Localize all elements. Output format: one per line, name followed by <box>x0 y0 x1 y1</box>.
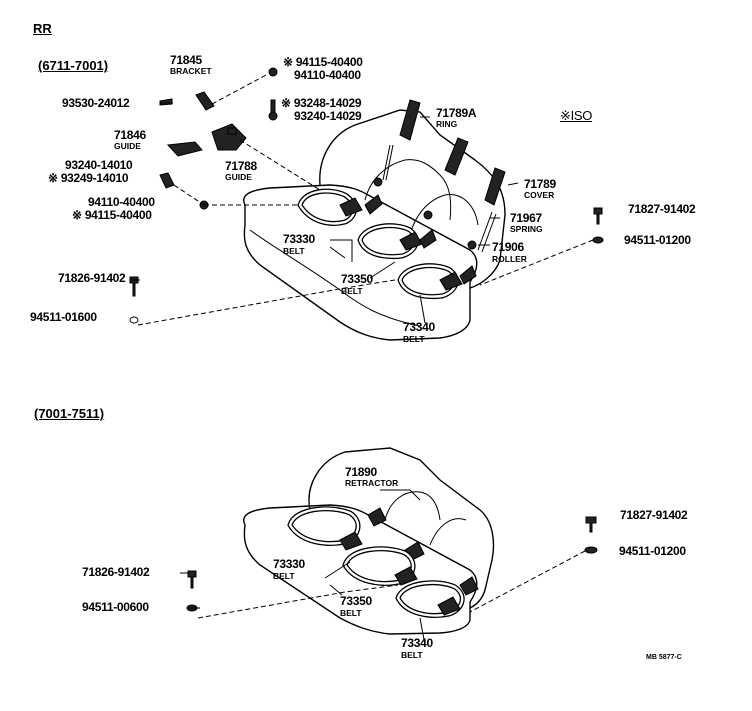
part-number-71788: 71788 <box>225 159 257 173</box>
part-name-spring: SPRING <box>510 224 543 234</box>
part-number-93240-14029: 93240-14029 <box>294 109 362 123</box>
part-name-belt-73340-upper: BELT <box>403 334 425 344</box>
part-number-71789: 71789 <box>524 177 556 191</box>
part-number-73340-upper: 73340 <box>403 320 435 334</box>
lower-seat-illustration <box>243 447 495 635</box>
part-name-guide-71788: GUIDE <box>225 172 252 182</box>
part-number-94511-00600: 94511-00600 <box>82 600 149 614</box>
part-number-94115-40400-top: ※ 94115-40400 <box>283 55 363 69</box>
part-number-71967: 71967 <box>510 211 542 225</box>
lower-range-label: (7001-7511) <box>34 406 105 421</box>
lower-loose-parts <box>186 516 598 612</box>
part-number-71846: 71846 <box>114 128 146 142</box>
upper-range-label: (6711-7001) <box>38 58 109 73</box>
part-number-93530-24012: 93530-24012 <box>62 96 130 110</box>
part-number-94110-40400-left: 94110-40400 <box>88 195 155 209</box>
part-number-94110-40400-top: 94110-40400 <box>294 68 361 82</box>
part-name-ring: RING <box>436 119 458 129</box>
part-number-73350-lower: 73350 <box>340 594 372 608</box>
part-number-71890: 71890 <box>345 465 377 479</box>
part-number-93249-14010: ※ 93249-14010 <box>48 171 129 185</box>
upper-seat-illustration <box>243 99 506 341</box>
part-name-roller: ROLLER <box>492 254 527 264</box>
part-number-94511-01600: 94511-01600 <box>30 310 97 324</box>
iso-note: ※ISO <box>560 108 593 123</box>
part-number-71906: 71906 <box>492 240 524 254</box>
part-name-belt-73330-upper: BELT <box>283 246 305 256</box>
lower-leader-lines <box>180 489 586 646</box>
part-number-94511-01200-upper: 94511-01200 <box>624 233 691 247</box>
drawing-code: MB 5877-C <box>646 654 682 661</box>
part-number-73350-upper: 73350 <box>341 272 373 286</box>
part-name-guide-71846: GUIDE <box>114 141 141 151</box>
part-name-cover: COVER <box>524 190 555 200</box>
bracket-71845-shape <box>195 91 215 111</box>
part-number-71789a: 71789A <box>436 106 477 120</box>
part-number-94511-01200-lower: 94511-01200 <box>619 544 686 558</box>
part-number-73330-upper: 73330 <box>283 232 315 246</box>
part-name-belt-73350-lower: BELT <box>340 608 362 618</box>
part-name-belt-73330-lower: BELT <box>273 571 295 581</box>
part-name-belt-73340-lower: BELT <box>401 650 423 660</box>
section-label: RR <box>33 21 52 36</box>
part-number-94115-40400-left: ※ 94115-40400 <box>72 208 152 222</box>
part-number-71827-91402-lower: 71827-91402 <box>620 508 688 522</box>
part-number-71827-91402-upper: 71827-91402 <box>628 202 696 216</box>
part-number-71826-91402-lower: 71826-91402 <box>82 565 150 579</box>
part-number-93248-14029: ※ 93248-14029 <box>281 96 362 110</box>
part-name-bracket: BRACKET <box>170 66 212 76</box>
part-number-73340-lower: 73340 <box>401 636 433 650</box>
part-number-71826-91402-upper: 71826-91402 <box>58 271 126 285</box>
upper-leader-lines <box>130 73 594 326</box>
part-name-retractor: RETRACTOR <box>345 478 399 488</box>
part-name-belt-73350-upper: BELT <box>341 286 363 296</box>
part-number-73330-lower: 73330 <box>273 557 305 571</box>
part-number-71845: 71845 <box>170 53 202 67</box>
part-number-93240-14010: 93240-14010 <box>65 158 133 172</box>
